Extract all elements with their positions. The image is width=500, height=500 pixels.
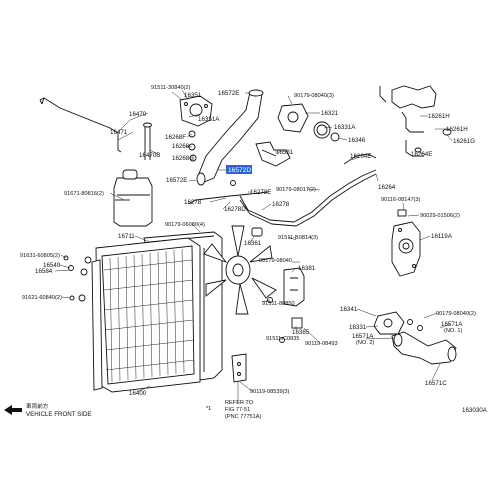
label-91511-b0814: 91511-B0814(3)	[278, 235, 318, 241]
label-91671-80816: 91671-80816(2)	[64, 191, 104, 197]
label-16571a-2-note: (NO. 2)	[356, 340, 374, 346]
label-90119-08493: 90119-08493	[305, 341, 338, 347]
highlight-16572d	[226, 165, 252, 174]
vehicle-front-arrow-icon	[4, 405, 22, 415]
label-16264e-b: 16264E	[411, 151, 432, 158]
label-16346: 16346	[348, 137, 366, 144]
label-16278e: 16278E	[250, 189, 271, 196]
label-16549: 16549	[43, 262, 61, 269]
clip-small-drawing	[230, 180, 236, 186]
vehicle-front-jp: 車両前方	[26, 402, 49, 410]
label-16572e-top: 16572E	[218, 90, 239, 97]
label-91511-80850: 91511-80850	[262, 301, 295, 307]
bracket-16381-drawing	[283, 267, 305, 307]
label-16278-b: 16278	[272, 201, 290, 208]
label-16471: 16471	[110, 129, 128, 136]
label-16572e-mid: 16572E	[166, 177, 187, 184]
label-16571a-1-note: (NO. 1)	[444, 328, 462, 334]
label-90029-01506: 90029-01506(2)	[420, 213, 460, 219]
label-16321: 16321	[321, 110, 339, 117]
label-90119-08539: 90119-08539(3)	[250, 389, 290, 395]
label-91511-30840: 91511-30840(2)	[151, 85, 191, 91]
label-16264: 16264	[378, 184, 396, 191]
label-refer-star: *1	[206, 406, 211, 412]
lower-hose-drawing	[373, 311, 457, 365]
label-refer-line3: (PNC 77751A)	[225, 414, 262, 420]
label-16331: 16331	[349, 324, 367, 331]
label-91621-60840: 91621-60840(2)	[22, 295, 62, 301]
label-16470: 16470	[129, 111, 147, 118]
bracket-16581-drawing	[255, 141, 291, 167]
label-90179-08040-2: 90179-08040(2)	[436, 311, 476, 317]
label-16268f: 16268F	[165, 134, 186, 141]
label-16571a-1: 16571A	[441, 321, 463, 328]
lower-bracket-drawing	[231, 353, 247, 383]
label-16572d: 16572D	[228, 167, 251, 174]
label-16261g: 16261G	[453, 138, 475, 145]
water-outlet-drawing	[179, 95, 213, 127]
label-16400: 16400	[129, 390, 147, 397]
overflow-hose-drawing	[39, 97, 122, 153]
label-refer-line1: REFER TO	[225, 400, 254, 406]
label-16278d: 16278D	[224, 206, 246, 213]
label-16261h-b: 16261H	[446, 126, 468, 133]
vehicle-front-en: VEHICLE FRONT SIDE	[26, 411, 92, 418]
label-16571c: 16571C	[425, 380, 447, 387]
label-16341: 16341	[340, 306, 358, 313]
label-16278: 16278	[184, 199, 202, 206]
water-pump-drawing	[391, 209, 421, 277]
label-16711: 16711	[118, 233, 135, 240]
label-refer-line2: FIG 77-51	[225, 407, 250, 413]
label-16264e-a: 16264E	[350, 153, 371, 160]
label-16584: 16584	[35, 268, 53, 275]
label-16385: 16385	[292, 329, 310, 336]
label-16571a-2: 16571A	[352, 333, 374, 340]
label-16268: 16268	[172, 143, 190, 150]
label-91511-c0835: 91511-C0835	[266, 336, 300, 342]
label-90179-08040: 90179-08040	[259, 258, 292, 264]
label-90179-08017: 90179-08017(2)	[276, 187, 316, 193]
cooling-fan-drawing	[203, 225, 277, 315]
label-16351a: 16351A	[198, 116, 220, 123]
label-16119a: 16119A	[431, 233, 453, 240]
fan-clutch-drawing	[251, 227, 263, 237]
label-90179-08040-3: 90179-08040(3)	[294, 93, 334, 99]
bolts-left-drawing	[63, 255, 75, 301]
reserve-tank-drawing	[113, 169, 153, 227]
label-16351: 16351	[184, 92, 202, 99]
heater-pipe-drawing	[343, 85, 452, 165]
label-16470b: 16470B	[139, 152, 160, 159]
bypass-pipe-drawing	[187, 169, 377, 227]
label-91631-60805: 91631-60805(2)	[20, 253, 60, 259]
leader-lines	[54, 89, 453, 402]
label-16361: 16361	[244, 240, 262, 247]
figure-number: 163030A	[462, 407, 488, 414]
water-inlet-drawing	[277, 103, 340, 142]
label-16381: 16381	[298, 265, 316, 272]
hose-16470b-drawing	[143, 122, 152, 160]
label-90116-08147: 90116-08147(3)	[381, 197, 421, 203]
label-16268g: 16268G	[172, 155, 194, 162]
label-90179-06080: 90179-06080(4)	[165, 222, 205, 228]
radiator-drawing	[78, 237, 201, 393]
label-16261h: 16261H	[428, 113, 450, 120]
label-16581: 16581	[276, 149, 294, 156]
label-16331a: 16331A	[334, 124, 356, 131]
radiator-hose-16572d-drawing	[196, 89, 264, 186]
